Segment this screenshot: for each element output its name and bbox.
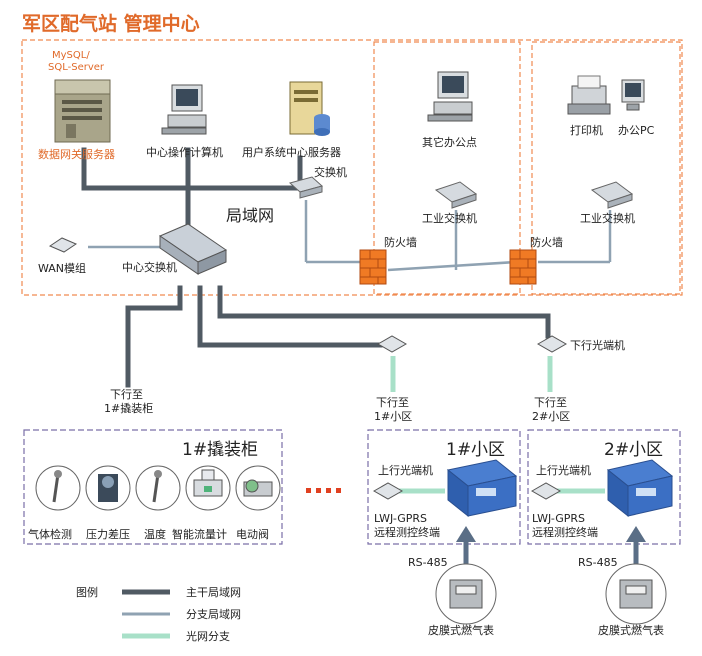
- other-office-boundary: [373, 41, 521, 295]
- firewall-label-1: 防火墙: [384, 235, 417, 249]
- switch-icon: [288, 176, 324, 199]
- management-center-boundary: [21, 39, 683, 296]
- cabinet-device-label: 智能流量计: [172, 527, 227, 541]
- fiber-lines: [390, 356, 605, 494]
- center-switch-icon: [158, 223, 228, 275]
- rs485-label-2: RS-485: [578, 556, 618, 569]
- gas-detector-icon: [35, 465, 81, 511]
- cabinet-device-label: 气体检测: [28, 527, 72, 541]
- gateway-server-label: 数据网关服务器: [38, 147, 115, 161]
- legend-label: 分支局域网: [186, 608, 241, 621]
- to-area1-label-1: 下行至: [376, 396, 409, 409]
- firewall-icon-2: [509, 249, 537, 285]
- office-pc-label: 办公PC: [618, 124, 655, 137]
- center-switch-label: 中心交换机: [122, 260, 177, 274]
- legend-item: 主干局域网: [122, 586, 241, 599]
- to-area1-label-2: 1#小区: [374, 410, 412, 423]
- to-cabinet-label-1: 下行至: [110, 388, 143, 401]
- cabinet-device-label: 温度: [144, 527, 166, 541]
- user-server-label: 用户系统中心服务器: [242, 145, 341, 159]
- branch-lines: [88, 200, 612, 272]
- wan-label: WAN模组: [38, 261, 86, 275]
- down-onu-icon-2: [536, 335, 568, 353]
- cabinet-devices: 气体检测压力差压温度智能流量计电动阀: [28, 465, 281, 541]
- industrial-switch-icon-2: [590, 181, 634, 209]
- up-onu-icon-1: [372, 482, 404, 500]
- user-server-icon: [289, 81, 330, 136]
- gas-meter-icon-2: [619, 579, 653, 609]
- industrial-switch-label-1: 工业交换机: [422, 211, 477, 225]
- office-pc-boundary: [531, 41, 681, 295]
- legend-title: 图例: [76, 585, 98, 599]
- firewall-label-2: 防火墙: [530, 235, 563, 249]
- down-onu-icon-1: [376, 335, 408, 353]
- terminal-label-2a: LWJ-GPRS: [532, 512, 585, 525]
- area1-title: 1#小区: [446, 440, 505, 460]
- legend-item: 分支局域网: [122, 608, 241, 621]
- rs485-arrow-2: [626, 526, 646, 570]
- legend-item: 光网分支: [122, 629, 230, 643]
- firewall-icon-1: [359, 249, 387, 285]
- other-office-pc-icon: [427, 71, 473, 122]
- area1-boundary: [367, 429, 521, 545]
- to-area2-label-1: 下行至: [534, 396, 567, 409]
- terminal-label-1b: 远程测控终端: [374, 525, 440, 539]
- industrial-switch-label-2: 工业交换机: [580, 211, 635, 225]
- wan-module-icon: [48, 237, 78, 253]
- to-cabinet-label-2: 1#撬装柜: [104, 401, 153, 415]
- to-area2-label-2: 2#小区: [532, 410, 570, 423]
- area2-boundary: [527, 429, 681, 545]
- lan-label: 局域网: [226, 206, 274, 225]
- operation-pc-label: 中心操作计算机: [146, 145, 223, 159]
- cabinet-title: 1#撬装柜: [182, 440, 258, 460]
- legend-label: 光网分支: [186, 629, 230, 643]
- printer-icon: [567, 75, 611, 115]
- cabinet-device-label: 压力差压: [86, 527, 130, 541]
- terminal-label-1a: LWJ-GPRS: [374, 512, 427, 525]
- down-onu-label: 下行光端机: [570, 338, 625, 352]
- operation-pc-icon: [161, 84, 207, 135]
- terminal-icon-2: [606, 459, 674, 518]
- gas-meter-label-2: 皮膜式燃气表: [598, 623, 664, 637]
- db-model-label-1: MySQL/: [52, 50, 90, 61]
- rs485-arrow-1: [456, 526, 476, 570]
- gas-meter-label-1: 皮膜式燃气表: [428, 623, 494, 637]
- db-model-label-2: SQL-Server: [48, 62, 105, 73]
- industrial-switch-icon-1: [434, 181, 478, 209]
- terminal-icon-1: [446, 459, 518, 518]
- printer-label: 打印机: [570, 123, 603, 137]
- switch-label: 交换机: [314, 165, 347, 179]
- up-onu-label-2: 上行光端机: [536, 463, 591, 477]
- gateway-server-icon: [54, 79, 111, 143]
- rs485-label-1: RS-485: [408, 556, 448, 569]
- cabinet-device-label: 电动阀: [236, 527, 269, 541]
- electric-valve-icon: [235, 465, 281, 511]
- area2-title: 2#小区: [604, 440, 663, 460]
- up-onu-label-1: 上行光端机: [378, 463, 433, 477]
- pressure-transmitter-icon: [85, 465, 131, 511]
- up-onu-icon-2: [530, 482, 562, 500]
- gas-meter-icon-1: [449, 579, 483, 609]
- office-pc-icon: [621, 79, 645, 111]
- ellipsis-dots: [306, 488, 341, 493]
- flowmeter-icon: [185, 465, 231, 511]
- temperature-sensor-icon: [135, 465, 181, 511]
- legend-label: 主干局域网: [186, 586, 241, 599]
- terminal-label-2b: 远程测控终端: [532, 525, 598, 539]
- other-office-label: 其它办公点: [422, 135, 477, 149]
- cabinet-boundary: [23, 429, 283, 545]
- diagram-title: 军区配气站 管理中心: [22, 12, 200, 35]
